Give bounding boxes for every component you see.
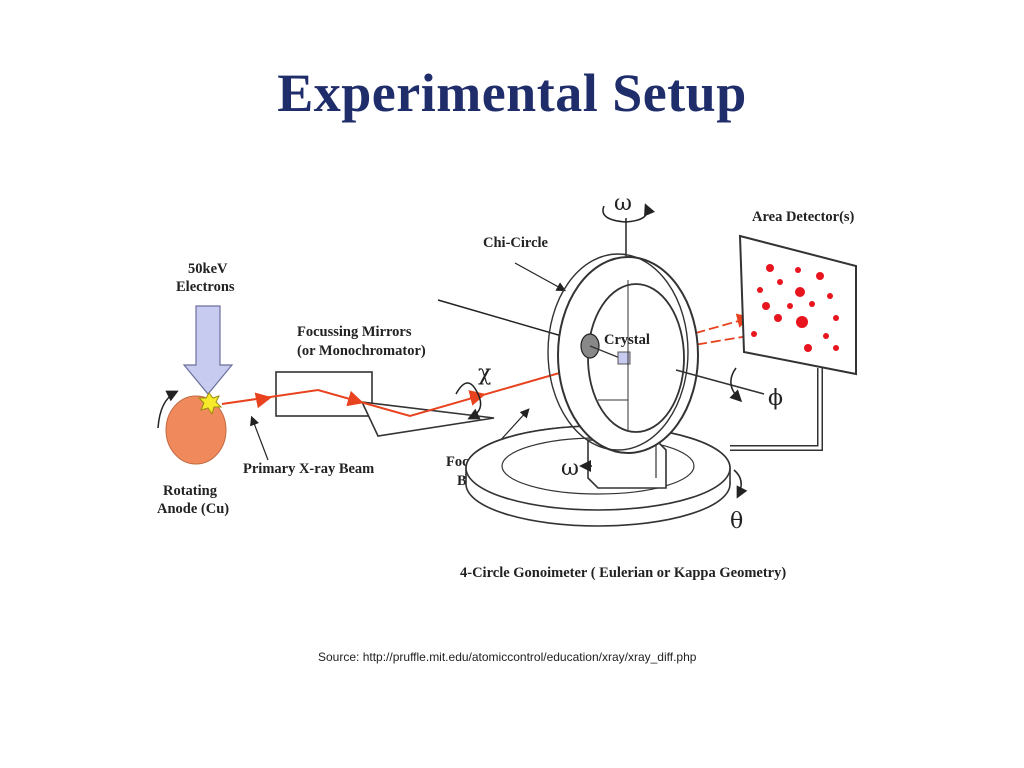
phi-rotation-arrow [729,367,743,403]
mirrors-label-line1: Focussing Mirrors [297,324,412,340]
anode-label-line2: Anode (Cu) [157,501,229,517]
crystal-sample [617,351,631,365]
chi-symbol: χ [478,361,491,386]
goniometer-label: 4-Circle Gonoimeter ( Eulerian or Kappa … [460,565,786,581]
omega-base-symbol: ω [561,456,579,481]
chi-circle-label: Chi-Circle [483,235,549,251]
chi-circle-pointer [514,262,567,292]
primary-beam-pointer [250,415,269,461]
electron-beam-arrow [182,305,234,395]
area-detector-label: Area Detector(s) [752,209,855,225]
beam-arrowhead-3 [468,390,486,406]
crystal-label: Crystal [604,332,650,348]
mirrors-label-line2: (or Monochromator) [297,343,426,359]
source-citation: Source: http://pruffle.mit.edu/atomiccon… [318,650,778,664]
anode-rotation-arrow [157,390,179,429]
omega-top-symbol: ω [614,191,632,216]
chi-rotation-arrow [455,382,482,420]
source-url[interactable]: http://pruffle.mit.edu/atomiccontrol/edu… [362,650,697,664]
beam-arrowhead-2 [346,390,364,407]
impact-spark [197,392,223,416]
primary-beam-label: Primary X-ray Beam [243,461,374,477]
phi-axis [675,369,765,395]
omega-top-rotation-arrow [602,203,656,223]
area-detector-panel [738,234,857,376]
anode-label-line1: Rotating [163,483,218,499]
phi-symbol: ϕ [768,386,783,411]
source-label: Source: [318,650,360,664]
beam-arrowhead-1 [254,392,272,409]
electrons-label-line1: 50keV [188,261,228,277]
theta-symbol: θ [730,509,743,534]
chi-circle-inner [587,283,685,433]
theta-rotation-arrow [733,469,748,499]
slide-title: Experimental Setup [277,63,747,123]
diffraction-spots [751,264,839,352]
electrons-label-line2: Electrons [176,279,235,295]
